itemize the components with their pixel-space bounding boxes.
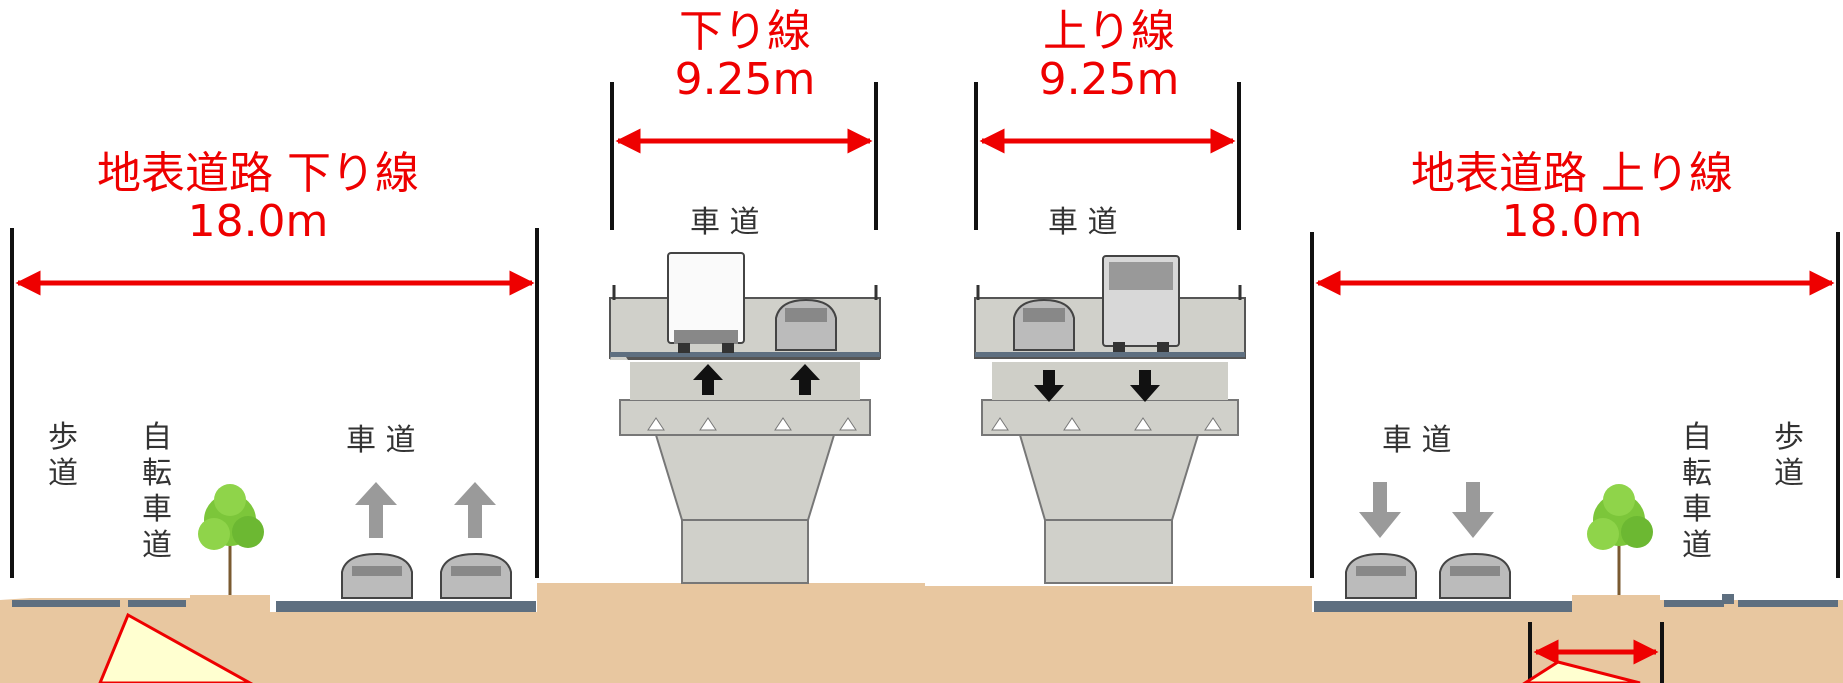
- dimension-title-surface-up: 地表道路 上り線 18.0m: [1372, 150, 1772, 246]
- roadway-label-elevated-down: 車 道: [690, 205, 760, 240]
- surface-up-width: 18.0m: [1501, 196, 1643, 247]
- sidewalk-left-pavement: [12, 600, 120, 607]
- truck-icon: [1102, 255, 1180, 352]
- tree-icon: [1587, 484, 1653, 595]
- elevated-up-width: 9.25m: [1038, 54, 1180, 105]
- truck-icon: [667, 252, 745, 353]
- bike-lane-label-left: 自転車道: [142, 420, 172, 563]
- down-arrow-gray: [1452, 482, 1494, 538]
- roadway-left-pavement: [276, 601, 536, 612]
- callout-bubble-left: [98, 612, 254, 683]
- roadway-label-elevated-up: 車 道: [1048, 205, 1118, 240]
- roadway-right-pavement: [1314, 601, 1572, 612]
- car-icon: [341, 552, 413, 599]
- car-icon: [775, 298, 837, 351]
- bike-lane-label-right: 自転車道: [1682, 420, 1712, 563]
- down-arrow-gray: [1359, 482, 1401, 538]
- up-arrow-gray: [355, 482, 397, 538]
- bike-lane-right-pavement: [1664, 600, 1724, 607]
- bike-lane-left-pavement: [128, 600, 186, 607]
- up-arrow-black: [790, 364, 820, 395]
- sidewalk-label-right: 歩道: [1774, 420, 1804, 491]
- dimension-title-elevated-down: 下り線 9.25m: [620, 8, 870, 104]
- car-icon: [440, 552, 512, 599]
- elevated-down-width: 9.25m: [674, 54, 816, 105]
- roadway-label-surface-up: 車 道: [1382, 423, 1452, 458]
- dimension-title-elevated-up: 上り線 9.25m: [984, 8, 1234, 104]
- up-arrow-black: [693, 364, 723, 395]
- sidewalk-right-pavement: [1738, 600, 1838, 607]
- elevated-down-title: 下り線: [679, 6, 811, 57]
- ground: [0, 583, 1843, 683]
- elevated-up-title: 上り線: [1043, 6, 1175, 57]
- car-icon: [1345, 552, 1417, 599]
- up-arrow-gray: [454, 482, 496, 538]
- car-icon: [1439, 552, 1511, 599]
- elevated-viaduct-down: [609, 252, 881, 584]
- roadway-label-surface-down: 車 道: [346, 423, 416, 458]
- car-icon: [1013, 298, 1075, 351]
- elevated-viaduct-up: [974, 255, 1246, 584]
- surface-down-title: 地表道路 下り線: [97, 148, 419, 199]
- down-arrow-black: [1034, 370, 1064, 402]
- sidewalk-label-left: 歩道: [48, 420, 78, 491]
- tree-icon: [198, 484, 264, 595]
- callout-bubble-right: [1522, 660, 1641, 683]
- dimension-title-surface-down: 地表道路 下り線 18.0m: [58, 150, 458, 246]
- down-arrow-black: [1130, 370, 1160, 402]
- surface-up-title: 地表道路 上り線: [1411, 148, 1733, 199]
- surface-down-width: 18.0m: [187, 196, 329, 247]
